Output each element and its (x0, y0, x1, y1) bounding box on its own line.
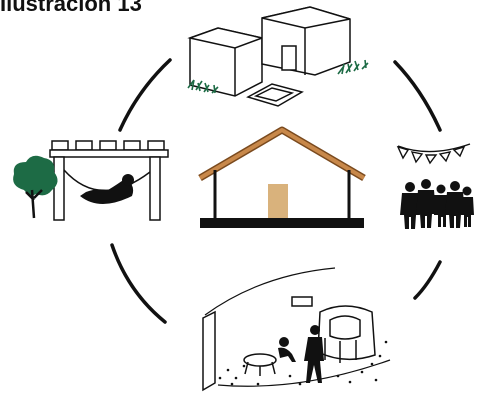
house-section (198, 126, 366, 228)
door (268, 184, 288, 218)
garden-plants-left (187, 79, 219, 94)
arc-bottom-left (110, 243, 167, 324)
cycle-arcs (110, 58, 442, 324)
garden-plants-right (337, 59, 369, 75)
group-of-people (400, 179, 474, 229)
figure-title: Ilustración 13 (0, 0, 142, 16)
modular-house (187, 6, 369, 107)
arc-bottom-right (413, 260, 442, 300)
floor-slab (200, 218, 364, 228)
tree (13, 155, 58, 219)
people-figures (278, 325, 324, 383)
pergola-hammock (13, 140, 169, 221)
arc-top-left (118, 58, 172, 132)
party-garland (396, 143, 471, 165)
arc-top-right (393, 60, 442, 132)
courtyard-scene (202, 267, 391, 392)
